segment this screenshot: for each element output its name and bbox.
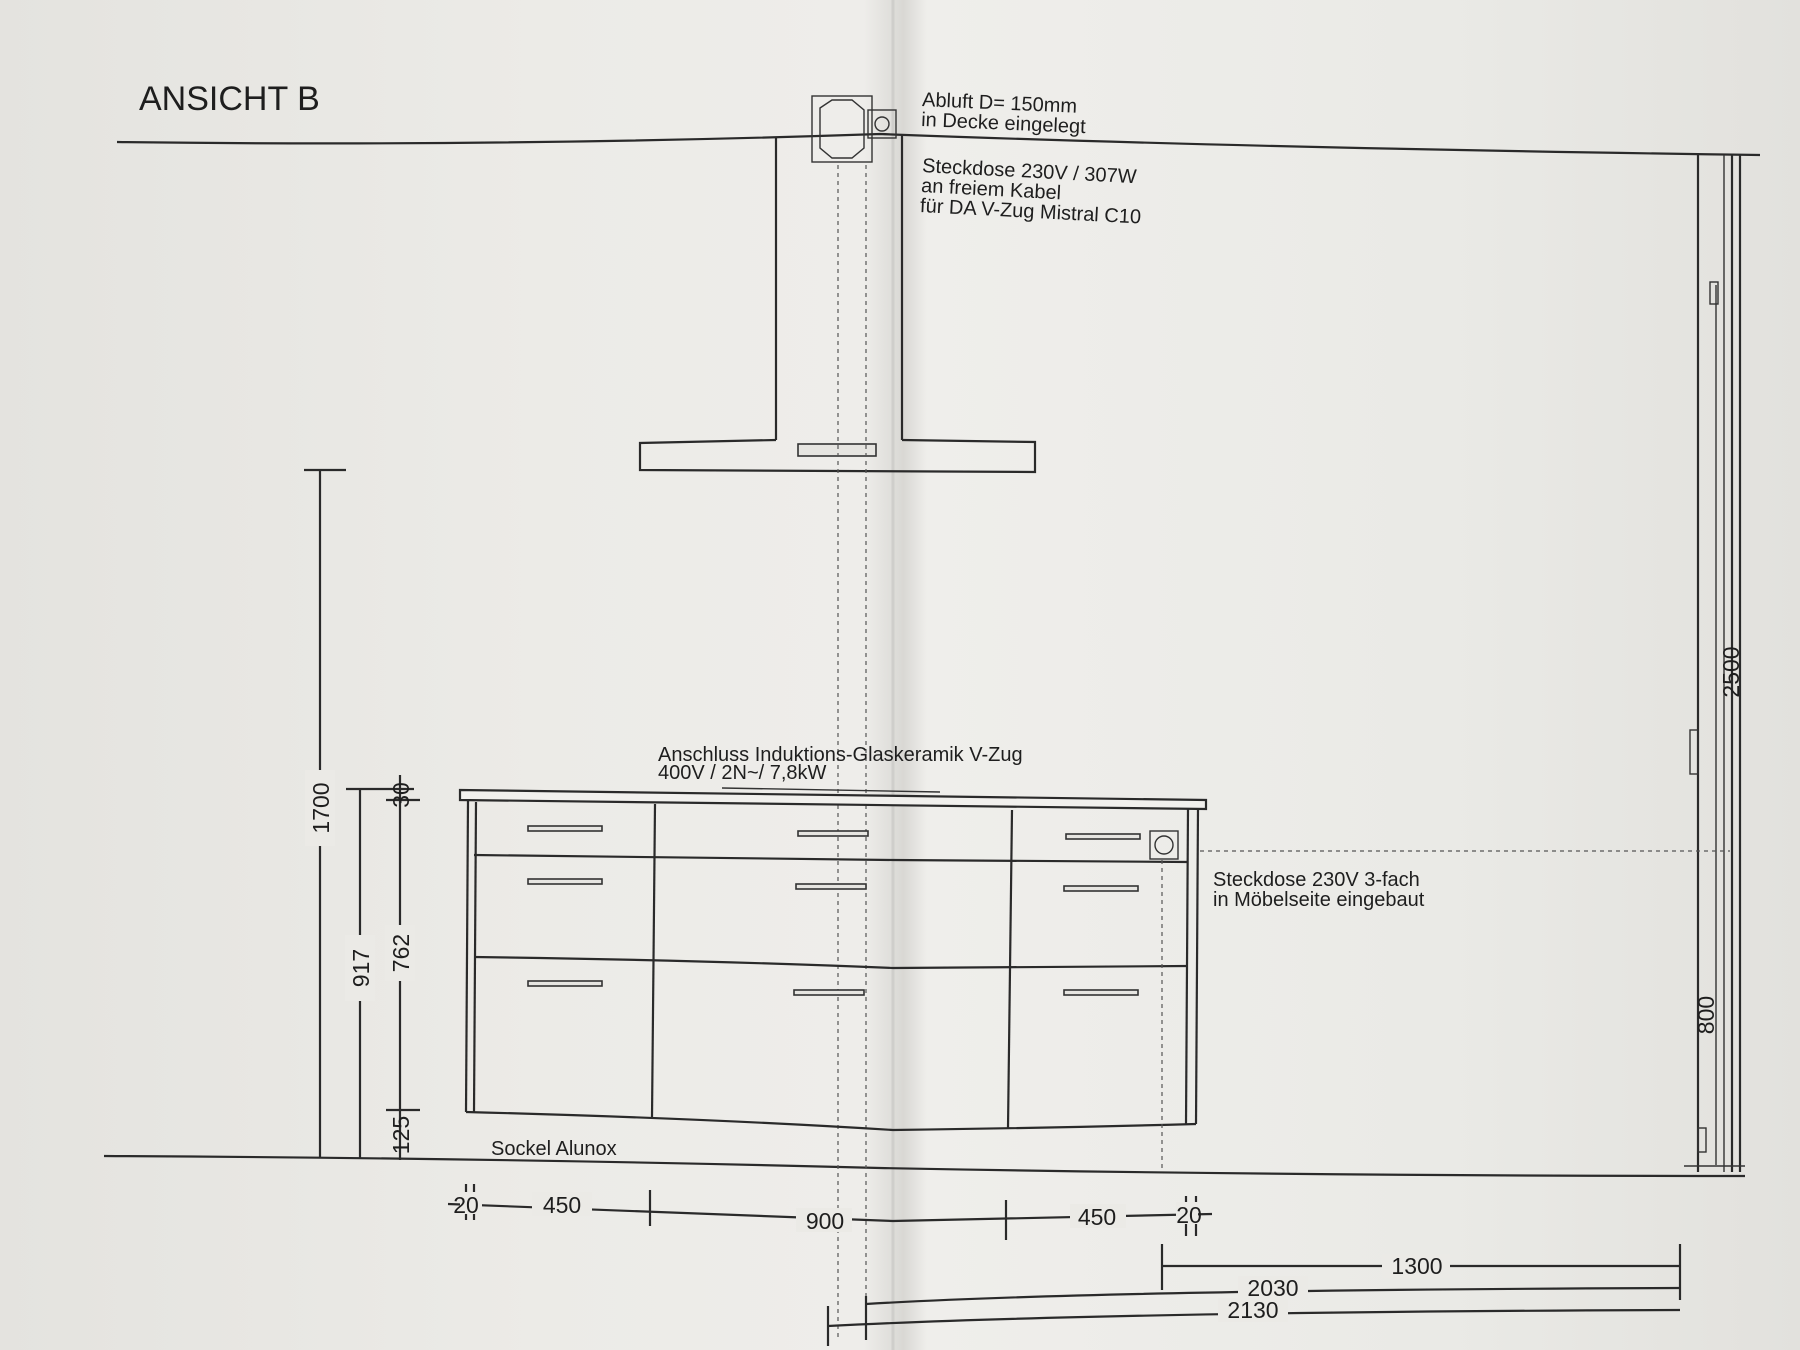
cooktop-note-line2: 400V / 2N~/ 7,8kW (658, 762, 827, 784)
cooktop-note-line1: Anschluss Induktions-Glaskeramik V-Zug (658, 744, 1023, 766)
dim-right-width: 450 (1078, 1204, 1116, 1230)
dim-917: 917 (348, 949, 374, 987)
exhaust-duct-symbol (811, 95, 897, 163)
dim-left-width: 450 (543, 1192, 581, 1218)
dim-door-lower: 800 (1693, 996, 1719, 1034)
dim-center-width: 900 (806, 1208, 844, 1234)
built-in-socket (1149, 830, 1179, 860)
hood-socket-note: Steckdose 230V / 307W an freiem Kabel fü… (920, 155, 1142, 229)
hood-control-panel (797, 443, 877, 457)
door-frame (1684, 155, 1745, 1172)
handle-r1 (1065, 833, 1141, 840)
kitchen-island (464, 799, 1200, 1132)
dim-1700: 1700 (308, 782, 334, 833)
exhaust-note: Abluft D= 150mm in Decke eingelegt (921, 89, 1087, 138)
socket3-note-line2: in Möbelseite eingebaut (1213, 889, 1425, 911)
handle-l1 (527, 825, 603, 832)
divider-right (1006, 809, 1014, 1129)
handle-r2 (1063, 885, 1139, 892)
drawer-row-1 (473, 853, 1189, 864)
cabinet-left-side (464, 799, 470, 1113)
handle-l3 (527, 980, 603, 987)
handle-c1 (797, 830, 869, 837)
dim-762: 762 (388, 934, 414, 972)
plinth-note: Sockel Alunox (491, 1138, 617, 1160)
dim-2030: 2030 (1247, 1275, 1298, 1301)
floor-line (103, 1154, 1746, 1178)
cooktop-pointer-line (721, 787, 941, 793)
dim-125: 125 (388, 1116, 414, 1154)
handle-c3 (793, 989, 865, 996)
dim-1300: 1300 (1391, 1253, 1442, 1279)
handle-c2 (795, 883, 867, 890)
socket3-note-line1: Steckdose 230V 3-fach (1213, 869, 1420, 891)
dim-2130: 2130 (1227, 1297, 1278, 1323)
worktop (458, 788, 1208, 811)
cooktop-note: Anschluss Induktions-Glaskeramik V-Zug 4… (658, 744, 1023, 793)
hood-socket-line3: für DA V-Zug Mistral C10 (920, 195, 1142, 229)
handle-r3 (1063, 989, 1139, 996)
dim-30: 30 (388, 782, 414, 808)
ceiling-line (116, 132, 1761, 157)
view-title: ANSICHT B (139, 80, 320, 118)
dim-door-height: 2500 (1718, 646, 1744, 697)
drawer-row-2 (473, 955, 1189, 970)
cabinet-bottom (465, 1110, 1197, 1132)
socket-outlet-icon (1154, 835, 1174, 855)
cabinet-right-side (1194, 807, 1200, 1125)
dim-left-gap: 20 (453, 1192, 479, 1218)
dim-right-gap: 20 (1176, 1202, 1202, 1228)
handle-l2 (527, 878, 603, 885)
